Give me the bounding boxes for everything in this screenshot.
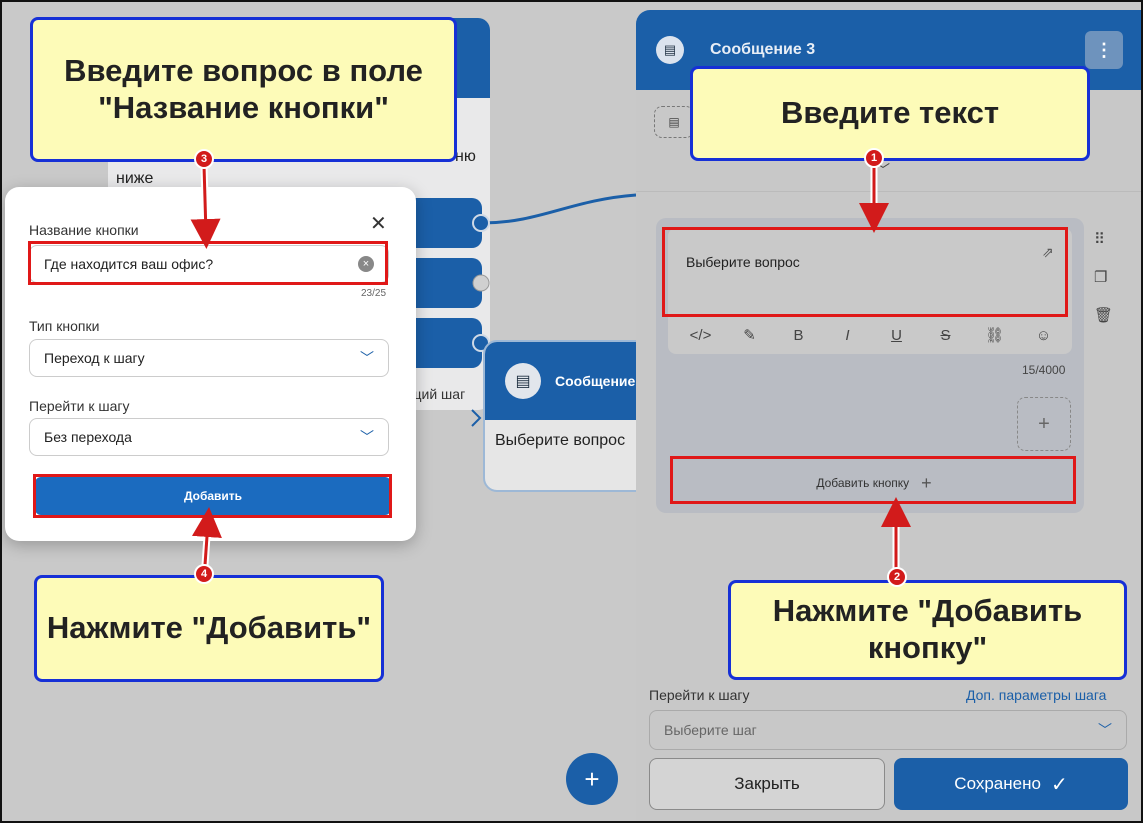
step-select[interactable]: Выберите шаг ﹀	[649, 710, 1127, 750]
message-icon: ▤	[505, 363, 541, 399]
callout-enter-text: Введите текст	[690, 66, 1090, 161]
copy-icon[interactable]: ❐	[1094, 269, 1108, 286]
step-badge-3: 3	[194, 149, 214, 169]
add-button-button[interactable]: Добавить кнопку +	[674, 462, 1074, 504]
saved-label: Сохранено	[954, 774, 1041, 793]
chevron-down-icon: ﹀	[1098, 722, 1112, 738]
expand-icon[interactable]: ⇗	[1042, 244, 1054, 260]
button-type-select[interactable]: Переход к шагу ﹀	[29, 339, 389, 377]
panel-title: Сообщение 3	[710, 41, 816, 58]
char-counter: 15/4000	[1022, 363, 1066, 377]
close-icon[interactable]: ✕	[370, 213, 387, 235]
canvas-node-text: ниже	[116, 170, 154, 187]
bold-icon[interactable]: B	[793, 326, 804, 344]
callout-enter-question: Введите вопрос в поле "Название кнопки"	[30, 17, 457, 162]
more-menu-button[interactable]: ⋮	[1085, 31, 1123, 69]
step-badge-2: 2	[887, 567, 907, 587]
add-node-button[interactable]: +	[566, 753, 618, 805]
message-icon: ▤	[656, 36, 684, 64]
callout-press-add: Нажмите "Добавить"	[34, 575, 384, 682]
canvas-message-node[interactable]: ▤ Сообщение Выберите вопрос	[483, 340, 653, 492]
step-select-value: Выберите шаг	[664, 722, 757, 738]
emoji-icon[interactable]: ☺	[1035, 326, 1052, 344]
add-button-label: Добавить кнопку	[816, 476, 910, 490]
highlight-icon[interactable]: ✎	[743, 327, 756, 344]
mid-node-text: Выберите вопрос	[495, 432, 626, 449]
step-badge-1: 1	[864, 148, 884, 168]
button-type-label: Тип кнопки	[29, 318, 100, 334]
clear-icon[interactable]: ×	[358, 256, 374, 272]
italic-icon[interactable]: I	[845, 326, 850, 344]
saved-button[interactable]: Сохранено ✓	[894, 758, 1128, 810]
close-button[interactable]: Закрыть	[649, 758, 885, 810]
message-text[interactable]: Выберите вопрос	[686, 254, 800, 270]
code-icon[interactable]: </>	[689, 326, 712, 344]
highlight-add-button	[670, 456, 1076, 504]
go-to-step-label: Перейти к шагу	[29, 398, 130, 414]
mid-node-title: Сообщение	[555, 373, 636, 389]
button-name-value: Где находится ваш офис?	[44, 256, 214, 272]
button-type-value: Переход к шагу	[44, 350, 145, 366]
trash-icon[interactable]: 🗑	[1094, 307, 1114, 324]
canvas-node-next-step[interactable]: щий шаг	[410, 386, 466, 402]
format-toolbar: </> ✎ B I U S ⛓ ☺	[676, 320, 1068, 350]
side-tools: ⠿ ❐ 🗑	[1094, 230, 1113, 324]
plus-icon: +	[921, 472, 932, 493]
canvas-node-text: ню	[455, 148, 476, 165]
underline-icon[interactable]: U	[891, 326, 902, 344]
go-to-step-value: Без перехода	[44, 429, 132, 445]
go-to-step-select[interactable]: Без перехода ﹀	[29, 418, 389, 456]
strikethrough-icon[interactable]: S	[940, 326, 951, 344]
link-icon[interactable]: ⛓	[984, 327, 1005, 344]
drag-handle-icon[interactable]: ⠿	[1094, 231, 1105, 248]
callout-add-button: Нажмите "Добавить кнопку"	[728, 580, 1127, 680]
message-text-editor[interactable]	[668, 228, 1072, 354]
button-name-label: Название кнопки	[29, 222, 139, 238]
step-badge-4: 4	[194, 564, 214, 584]
go-to-step-label: Перейти к шагу	[649, 687, 750, 703]
check-icon: ✓	[1050, 773, 1068, 796]
chevron-down-icon: ﹀	[360, 350, 374, 366]
chevron-down-icon: ﹀	[360, 429, 374, 445]
add-media-tile[interactable]: +	[1017, 397, 1071, 451]
extra-params-link[interactable]: Доп. параметры шага	[966, 687, 1107, 703]
char-count: 23/25	[361, 288, 387, 299]
